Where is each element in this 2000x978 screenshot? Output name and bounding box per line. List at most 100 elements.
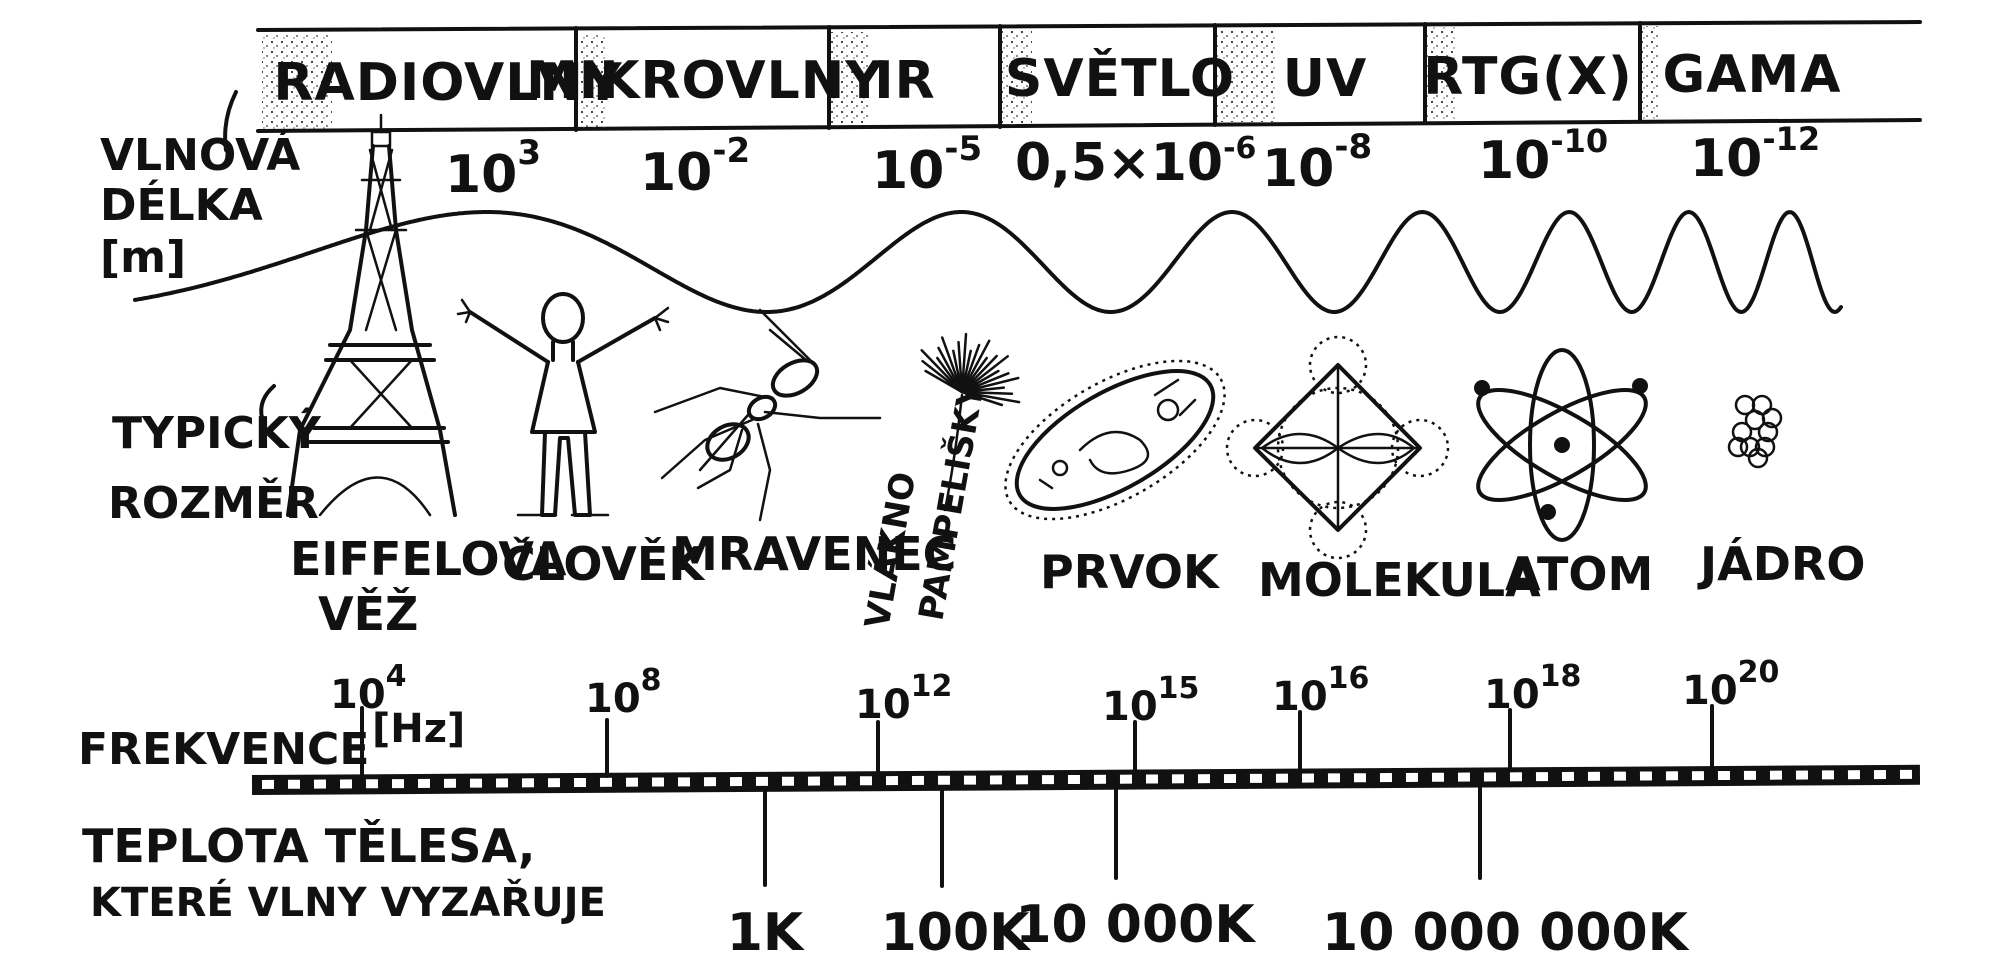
bar-dash [937, 775, 951, 785]
dandelion-ray [960, 376, 1020, 394]
frequency-bar [251, 764, 1921, 795]
size-label: TYPICKÝ ROZMĚR [108, 384, 322, 529]
human-icon [456, 292, 670, 517]
label-ant: MRAVENEC [672, 527, 956, 581]
band-shade [1640, 26, 1660, 119]
wavelength-values: 103 10-2 10-5 0,5×10-6 10-8 10-10 10-12 [445, 120, 1820, 205]
bar-dash [495, 778, 509, 788]
temperature-value: 100K [881, 903, 1032, 963]
nucleon [1757, 421, 1779, 443]
frequency-value: 1012 [855, 669, 952, 728]
bar-dash [1041, 775, 1055, 785]
label-nucleus: JÁDRO [1697, 537, 1865, 591]
temperature-value: 1K [727, 903, 805, 963]
wavelength-value: 10-8 [1262, 127, 1372, 199]
eiffel-tower-icon [286, 113, 457, 517]
frequency-value: 1020 [1682, 655, 1779, 714]
bar-dash [1197, 774, 1211, 784]
bar-dash [1587, 771, 1600, 781]
atom-icon [1474, 348, 1648, 542]
bar-dash [1743, 770, 1756, 780]
bar-dash [1301, 773, 1315, 783]
bar-dash [755, 776, 769, 786]
bar-dash [313, 779, 327, 789]
label-atom: ATOM [1505, 547, 1653, 601]
dandelion-ray [960, 390, 1004, 407]
dandelion-ray [940, 336, 964, 394]
wavelength-label-line1: VLNOVÁ [100, 128, 300, 181]
wavelength-value: 10-5 [872, 129, 982, 201]
bar-dash [1873, 770, 1886, 780]
bar-dash [1015, 775, 1029, 785]
bar-dash [781, 776, 795, 786]
bar-dash [573, 777, 587, 788]
bar-dash [1665, 771, 1678, 781]
wavelength-value: 10-12 [1690, 120, 1820, 189]
band-shade [1000, 31, 1032, 124]
bar-dash [651, 777, 665, 787]
bar-dash [859, 776, 873, 786]
bar-dash [1613, 771, 1626, 781]
bar-dash [1717, 770, 1730, 781]
bar-dash [1093, 774, 1107, 784]
band-shade [829, 32, 869, 126]
bar-dash [261, 779, 275, 789]
bar-dash [1483, 772, 1497, 782]
nucleon [1761, 407, 1783, 429]
wave-line [133, 210, 1843, 314]
wavelength-value: 10-10 [1478, 122, 1608, 191]
bar-dash [1171, 774, 1185, 784]
label-dandelion-line2: PAMPELIŠKY [910, 380, 992, 624]
band-label-xray: RTG(X) [1423, 47, 1632, 107]
band-strip: RADIOVLNY MIKROVLNY IR SVĚTLO UV RTG(X) … [256, 20, 1922, 133]
bar-dash [1795, 770, 1808, 780]
band-label-uv: UV [1283, 49, 1367, 109]
bar-dash [1249, 773, 1263, 783]
bar-dash [1639, 771, 1652, 781]
label-molecule: MOLEKULA [1258, 553, 1541, 607]
dandelion-ray [920, 349, 964, 394]
temperature-value: 10 000 000K [1322, 903, 1690, 963]
dandelion-ray [960, 339, 991, 394]
bar-dash [391, 779, 405, 789]
bar-dash [443, 778, 457, 788]
bar-dash [1067, 774, 1081, 785]
bar-dash [365, 779, 379, 789]
band-label-gamma: GAMA [1663, 45, 1842, 105]
bar-dash [1457, 772, 1471, 782]
band-shade [1425, 27, 1455, 121]
wavelength-label-line2: DÉLKA [100, 178, 263, 231]
band-shade [1215, 30, 1275, 122]
band-shade [576, 33, 606, 128]
protozoan-icon [1004, 359, 1226, 521]
bar-dash [885, 776, 899, 786]
temperature-axis: TEPLOTA TĚLESA, KTERÉ VLNY VYZAŘUJE 1K 1… [82, 786, 1690, 963]
wavelength-value: 0,5×10-6 [1015, 131, 1256, 193]
label-eiffel-tower: EIFFELOVA [290, 532, 567, 586]
bar-dash [807, 776, 821, 786]
bar-dash [677, 777, 691, 787]
bar-dash [1353, 773, 1367, 783]
bar-dash [469, 778, 483, 788]
temperature-value: 10 000K [1015, 895, 1256, 955]
ant-icon [653, 308, 882, 522]
band-label-ir: IR [874, 51, 935, 111]
nucleon [1754, 436, 1776, 458]
bar-dash [1769, 770, 1782, 780]
bar-dash [1119, 774, 1133, 784]
bar-dash [1899, 769, 1912, 779]
bar-dash [625, 777, 639, 787]
bar-dash [703, 777, 717, 787]
bar-dash [339, 779, 353, 789]
nucleus-icon [1727, 394, 1783, 469]
label-protozoan: PRVOK [1040, 545, 1221, 599]
bar-dash [417, 778, 431, 788]
bar-dash [989, 775, 1003, 785]
bar-dash [1379, 773, 1393, 783]
frequency-unit: [Hz] [372, 706, 465, 752]
band-label-light: SVĚTLO [1005, 48, 1235, 109]
bar-dash [1535, 772, 1549, 782]
bar-dash [911, 775, 925, 785]
nucleon [1727, 436, 1749, 458]
